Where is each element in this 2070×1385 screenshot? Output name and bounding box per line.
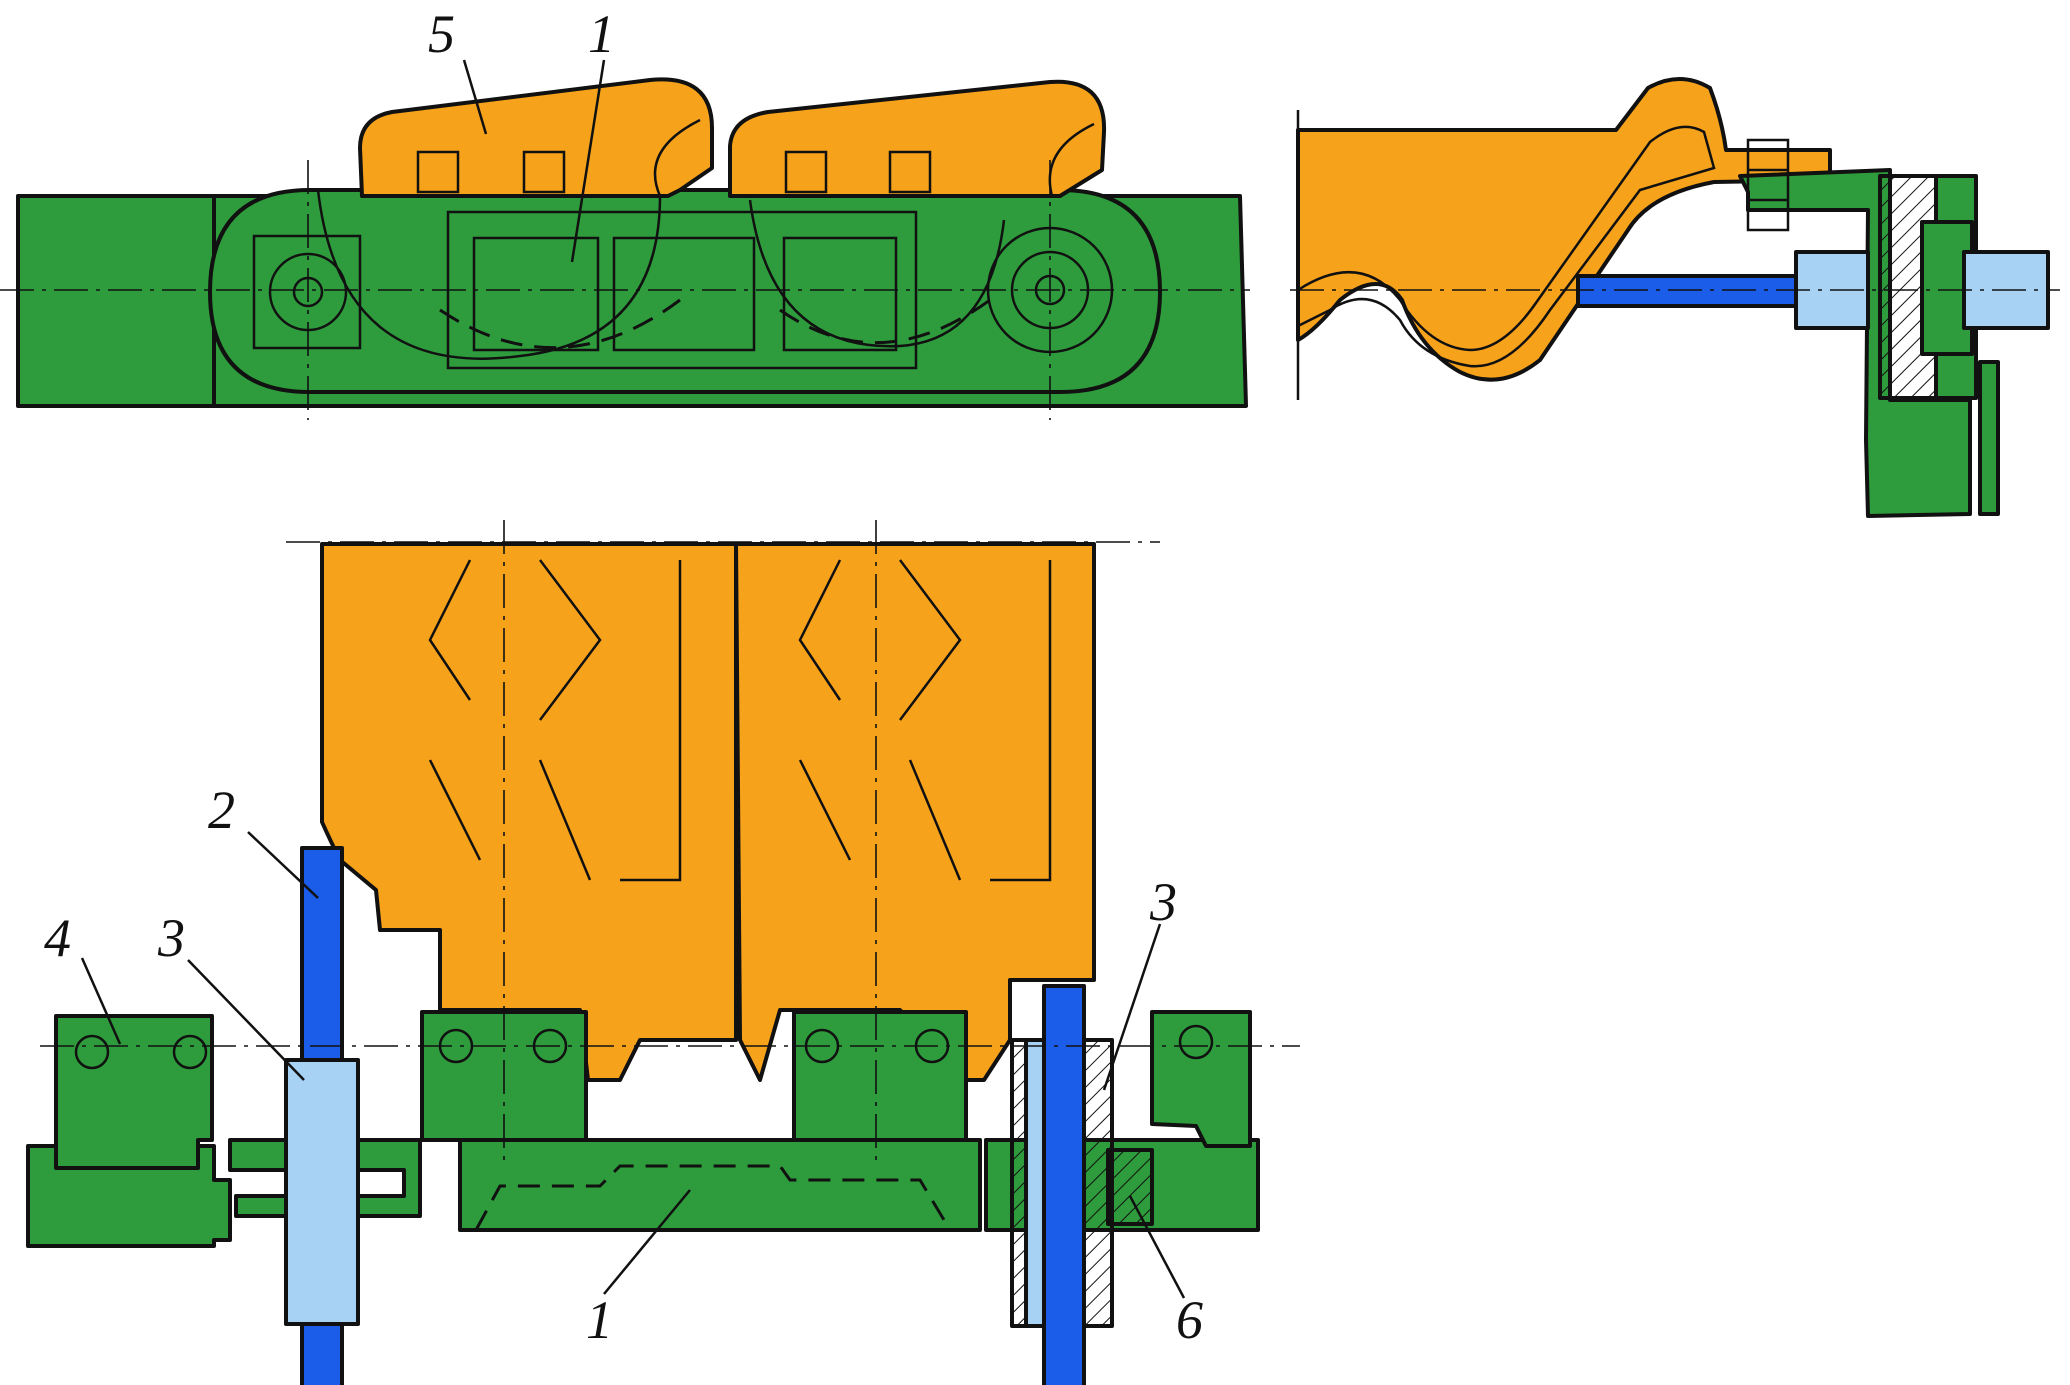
block-right — [792, 1010, 968, 1142]
window-2 — [612, 236, 756, 352]
top-left-view: 5 1 — [0, 4, 1250, 420]
callout-6: 6 — [1176, 1290, 1203, 1350]
left-pivot-block — [252, 234, 362, 350]
top-right-section — [1290, 77, 2060, 518]
leader-2 — [247, 831, 319, 899]
bracket-4-hole-1 — [74, 1034, 110, 1070]
frame-bar-left-end — [16, 194, 216, 408]
bottom-finger-2 — [734, 542, 1096, 1082]
section-bolt — [1746, 138, 1790, 232]
leader-1-bottom — [603, 1189, 691, 1295]
section-finger — [1296, 77, 1832, 382]
finger-2-pattern — [798, 559, 1052, 882]
sweep-arc-2 — [748, 199, 1006, 348]
top-finger-2 — [728, 79, 1107, 198]
hidden-arc-1 — [439, 298, 681, 350]
bracket-4-hole-2 — [172, 1034, 208, 1070]
link-body — [208, 188, 1162, 394]
callout-5: 5 — [428, 4, 455, 64]
bottom-frame — [26, 1144, 232, 1248]
section-rod — [1576, 274, 1800, 308]
section-angle — [1978, 360, 2000, 516]
sleeve-3-left — [284, 1058, 360, 1326]
sweep-arc-1 — [316, 189, 662, 360]
leader-1-top — [570, 59, 606, 263]
callout-3-right: 3 — [1149, 872, 1177, 932]
callout-1-bottom: 1 — [586, 1290, 613, 1350]
washer-6 — [1106, 1148, 1154, 1226]
callout-1-top: 1 — [588, 4, 615, 64]
callout-4: 4 — [44, 908, 71, 968]
top-finger-1-hook — [653, 118, 701, 197]
bottom-frame-hidden — [474, 1164, 952, 1231]
leader-5 — [462, 59, 488, 135]
leader-3-left — [187, 959, 305, 1081]
leader-6 — [1128, 1195, 1186, 1299]
callout-3-left: 3 — [157, 908, 185, 968]
section-hatch — [1296, 125, 1716, 368]
rod-right — [1042, 984, 1086, 1385]
leader-4 — [80, 957, 122, 1045]
right-bracket-hole — [1178, 1024, 1214, 1060]
hidden-arc-2 — [779, 298, 991, 345]
top-finger-1 — [358, 77, 714, 198]
leader-3-right — [1102, 923, 1162, 1091]
bottom-view: 2 3 4 3 1 6 — [26, 520, 1300, 1385]
finger-1-pattern — [428, 559, 682, 882]
nuts-top — [416, 150, 932, 194]
window-1 — [472, 236, 600, 352]
window-3 — [782, 236, 898, 352]
right-bracket — [1150, 1010, 1252, 1148]
callout-2: 2 — [208, 780, 235, 840]
bracket-4 — [54, 1014, 214, 1170]
bottom-finger-1 — [320, 542, 738, 1082]
